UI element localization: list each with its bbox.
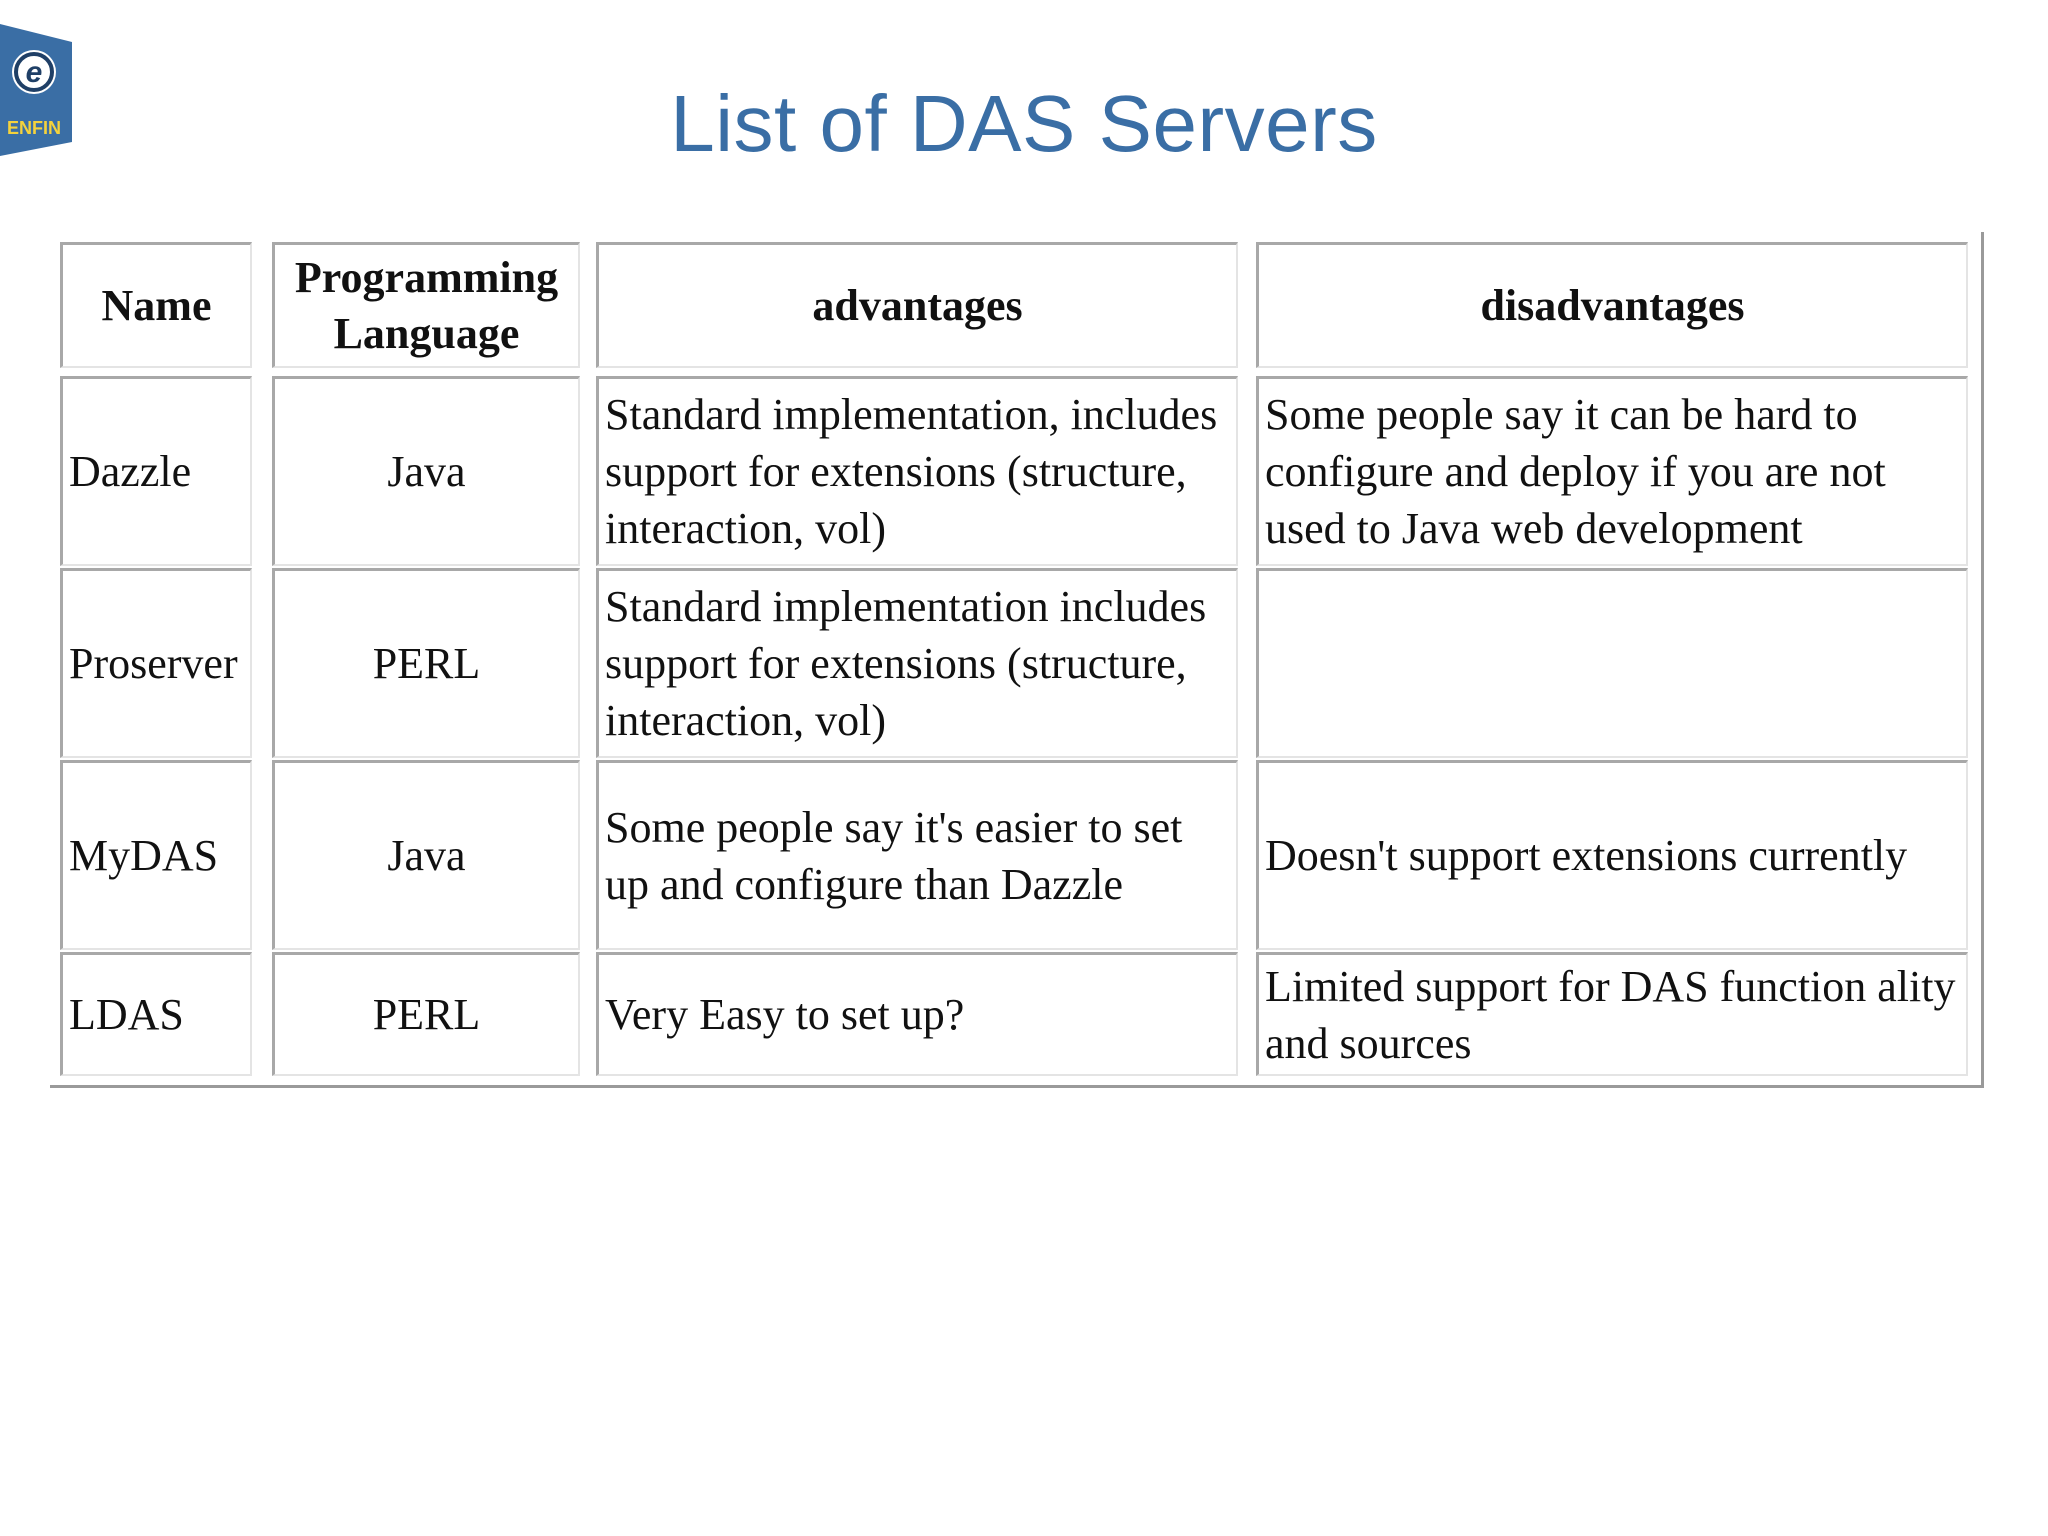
row-1-advantages-text: Standard implementation, includes suppor… (605, 390, 1218, 553)
header-disadvantages: disadvantages (1256, 242, 1968, 368)
table-row-4-language: PERL (272, 952, 580, 1076)
table-row-2-disadvantages (1256, 568, 1968, 758)
table-row-1-disadvantages: Some people say it can be hard to config… (1256, 376, 1968, 566)
row-4-language-text: PERL (372, 990, 481, 1039)
table-row-4-disadvantages: Limited support for DAS function ality a… (1256, 952, 1968, 1076)
enfin-logo: e ENFIN (0, 14, 72, 156)
table-frame (50, 232, 1984, 1088)
table-row-4-name: LDAS (60, 952, 252, 1076)
header-disadvantages-label: disadvantages (1480, 280, 1745, 330)
row-4-name-text: LDAS (69, 990, 184, 1039)
row-3-disadvantages-text: Doesn't support extensions currently (1265, 831, 1908, 880)
table-row-2-advantages: Standard implementation includes support… (596, 568, 1238, 758)
header-language-label: Programming Language (294, 252, 559, 358)
table-row-4-advantages: Very Easy to set up? (596, 952, 1238, 1076)
page-title: List of DAS Servers (670, 79, 1378, 168)
table-row-1-name: Dazzle (60, 376, 252, 566)
table-row-1-advantages: Standard implementation, includes suppor… (596, 376, 1238, 566)
header-advantages: advantages (596, 242, 1238, 368)
table-row-3-name: MyDAS (60, 760, 252, 950)
das-servers-table: Name Programming Language advantages dis… (50, 232, 1984, 1088)
table-row-3-advantages: Some people say it's easier to set up an… (596, 760, 1238, 950)
enfin-e-icon: e ENFIN (0, 24, 72, 156)
row-2-advantages-text: Standard implementation includes support… (605, 582, 1207, 745)
row-3-advantages-text: Some people say it's easier to set up an… (605, 802, 1183, 909)
header-advantages-label: advantages (812, 280, 1023, 330)
header-name-label: Name (101, 280, 212, 330)
row-1-disadvantages-text: Some people say it can be hard to config… (1265, 390, 1886, 553)
row-1-name-text: Dazzle (69, 447, 192, 496)
header-name: Name (60, 242, 252, 368)
table-row-3-language: Java (272, 760, 580, 950)
table-row-2-name: Proserver (60, 568, 252, 758)
row-3-name-text: MyDAS (69, 831, 219, 880)
table-row-3-disadvantages: Doesn't support extensions currently (1256, 760, 1968, 950)
row-1-language-text: Java (387, 447, 466, 496)
row-4-advantages-text: Very Easy to set up? (605, 990, 965, 1039)
table-row-2-language: PERL (272, 568, 580, 758)
row-2-name-text: Proserver (69, 639, 238, 688)
svg-text:e: e (26, 56, 43, 89)
row-2-language-text: PERL (372, 639, 481, 688)
table-row-1-language: Java (272, 376, 580, 566)
row-3-language-text: Java (387, 831, 466, 880)
logo-text: ENFIN (7, 118, 61, 138)
row-4-disadvantages-text: Limited support for DAS function ality a… (1265, 961, 1956, 1068)
header-programming-language: Programming Language (272, 242, 580, 368)
